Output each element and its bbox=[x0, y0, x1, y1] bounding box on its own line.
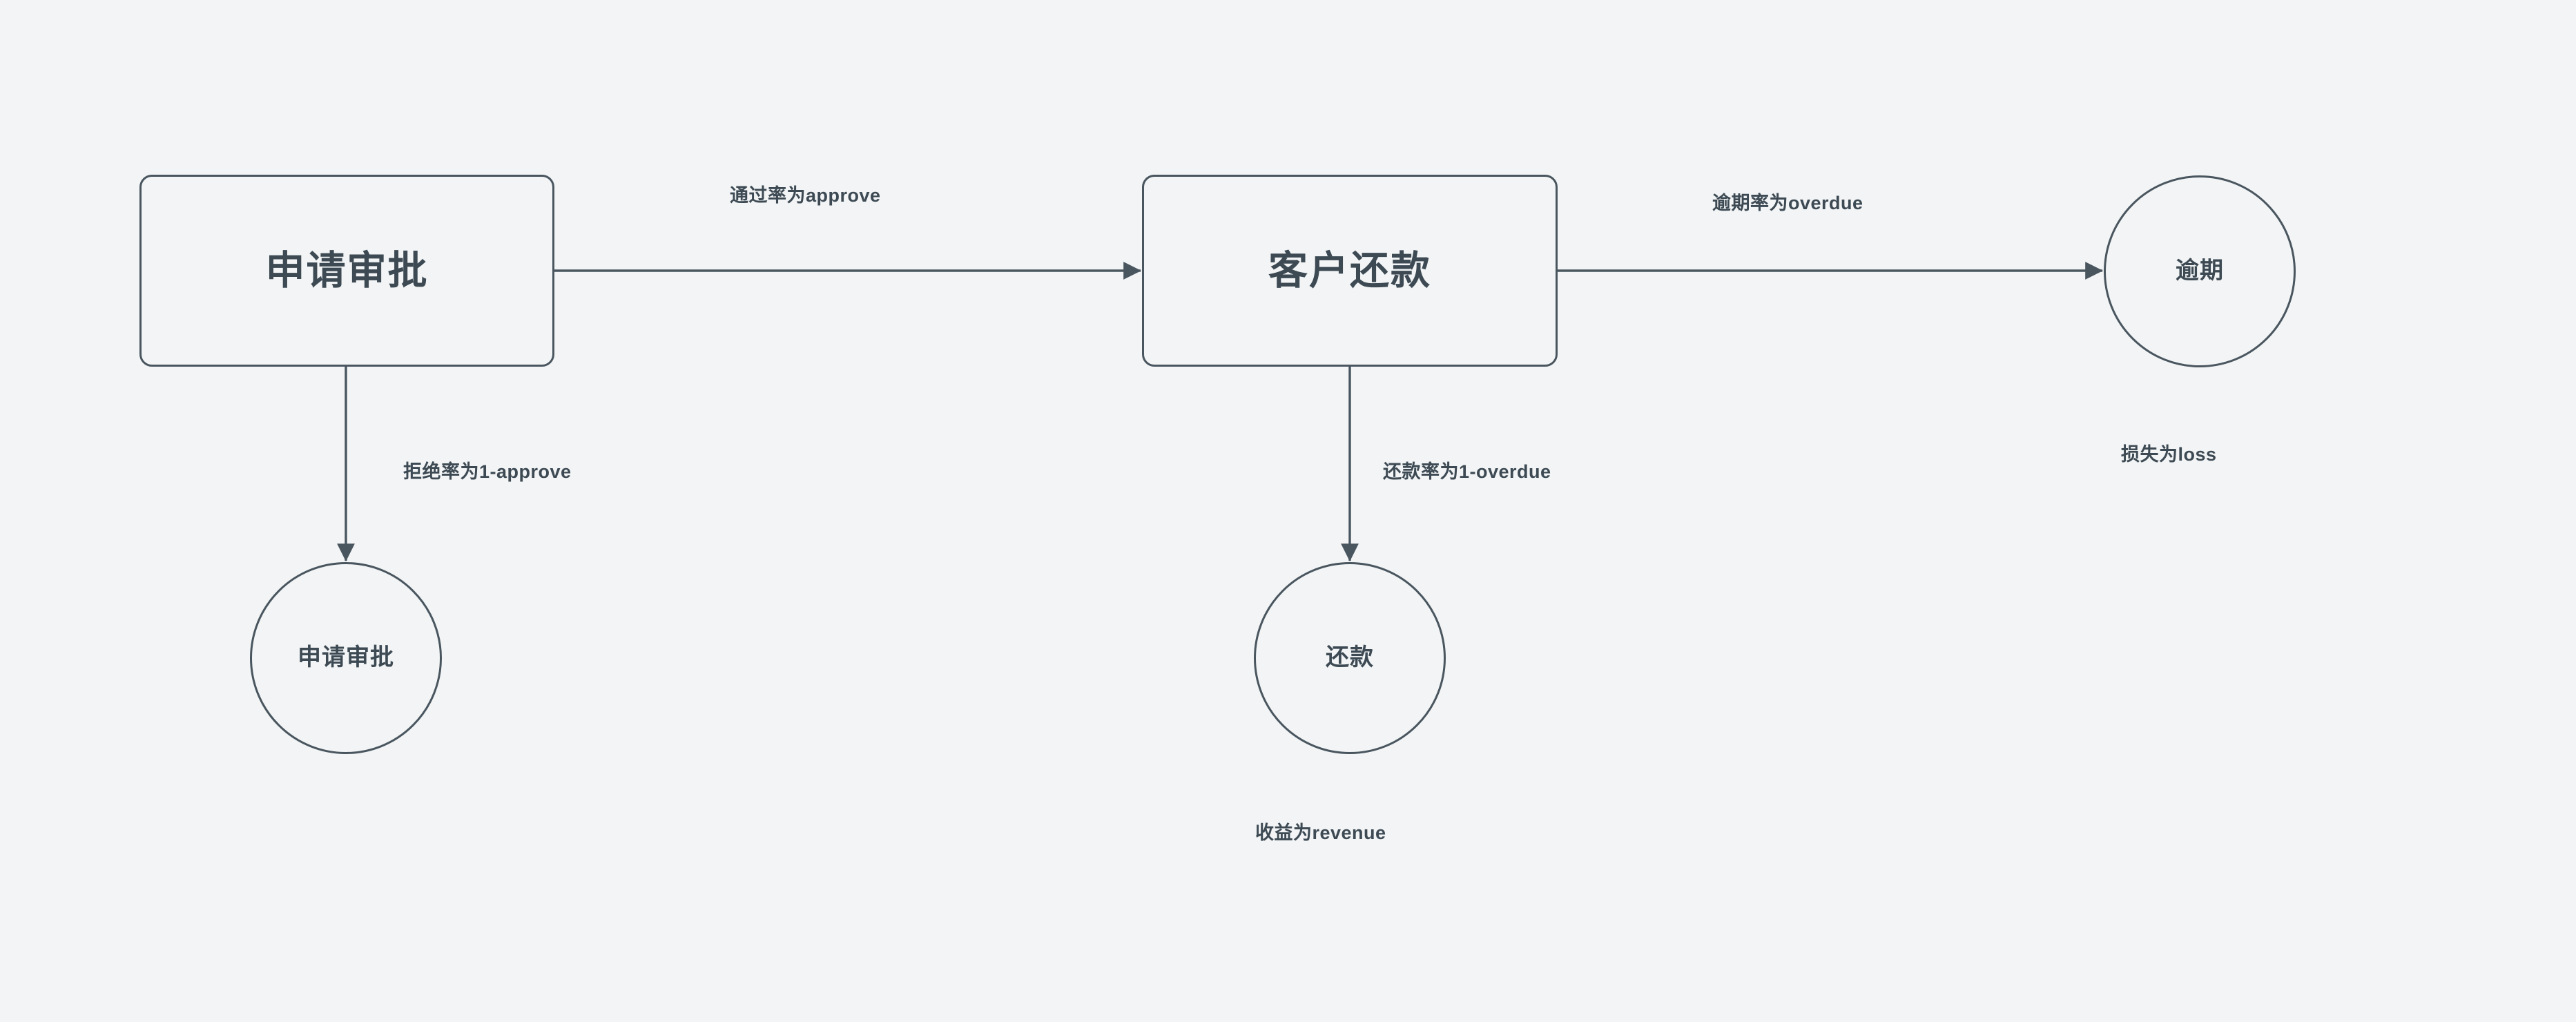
node-repaid-outcome[interactable]: 还款 bbox=[1254, 562, 1446, 754]
node-application-approval[interactable]: 申请审批 bbox=[139, 175, 554, 367]
edge-label-overdue: 逾期率为overdue bbox=[1712, 193, 1863, 213]
node-rejected-outcome[interactable]: 申请审批 bbox=[250, 562, 442, 754]
edge-label-repaid: 还款率为1-overdue bbox=[1383, 461, 1551, 482]
node-overdue-outcome[interactable]: 逾期 bbox=[2104, 175, 2296, 367]
edge-label-approve: 通过率为approve bbox=[730, 185, 881, 206]
edge-label-reject: 拒绝率为1-approve bbox=[403, 461, 572, 482]
node-customer-repayment[interactable]: 客户还款 bbox=[1142, 175, 1558, 367]
outcome-label-revenue: 收益为revenue bbox=[1255, 822, 1386, 843]
outcome-label-loss: 损失为loss bbox=[2121, 444, 2217, 465]
